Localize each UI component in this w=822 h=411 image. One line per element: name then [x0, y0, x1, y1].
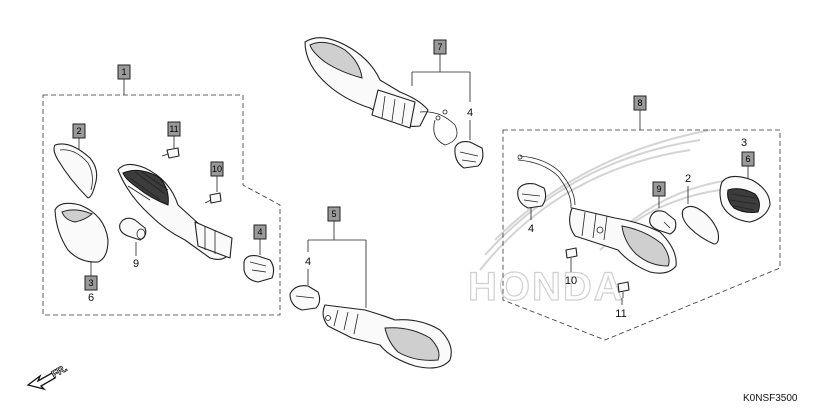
- watermark-text: HONDA: [468, 265, 625, 309]
- callout-3b: 3: [741, 137, 747, 149]
- bulb: [119, 217, 147, 241]
- callout-4a: 4: [257, 227, 262, 237]
- callout-3: 3: [88, 278, 93, 288]
- callout-9b: 9: [656, 184, 661, 194]
- callout-5: 5: [331, 209, 336, 219]
- callout-11b: 11: [615, 308, 626, 320]
- turn-signal-housing-8: [517, 154, 677, 274]
- screw-11: [161, 147, 180, 159]
- screw-11-right: [617, 281, 630, 298]
- callout-4d: 4: [305, 256, 311, 268]
- callout-6: 6: [88, 292, 94, 304]
- diagram-code: K0NSF3500: [743, 393, 798, 404]
- bulb-socket: [243, 255, 275, 283]
- callout-11a: 11: [169, 124, 178, 134]
- callout-1: 1: [121, 67, 126, 77]
- callout-10a: 10: [212, 164, 222, 174]
- direction-label: FR.: [50, 363, 70, 381]
- callout-9: 9: [133, 258, 139, 270]
- turn-signal-lens-right: [719, 175, 771, 223]
- group-1-outline: [42, 94, 281, 316]
- callout-7: 7: [437, 42, 442, 52]
- turn-signal-housing: [117, 163, 233, 261]
- bulb-socket-7: [454, 141, 484, 169]
- callout-box-3: [84, 275, 98, 291]
- callout-2b: 2: [685, 173, 691, 185]
- arrow-icon: [26, 372, 56, 391]
- callout-4c: 4: [467, 107, 473, 119]
- lens-gasket-right: [681, 205, 720, 245]
- screw-10-right: [565, 247, 578, 264]
- lens-gasket: [53, 143, 98, 199]
- callout-6b: 6: [745, 154, 750, 164]
- turn-signal-assembly-7: [304, 37, 458, 146]
- screw-10: [204, 192, 222, 204]
- callout-8: 8: [637, 98, 642, 108]
- front-direction-indicator: FR.: [26, 363, 70, 391]
- bulb-socket-8: [517, 183, 547, 209]
- turn-signal-assembly-5: [322, 304, 452, 369]
- bulb-right: [649, 210, 677, 235]
- bulb-socket-5: [289, 285, 321, 311]
- callout-4e: 4: [528, 223, 534, 235]
- callout-10b: 10: [565, 275, 577, 287]
- honda-wing-watermark: HONDA: [467, 129, 731, 310]
- callout-2: 2: [76, 126, 81, 136]
